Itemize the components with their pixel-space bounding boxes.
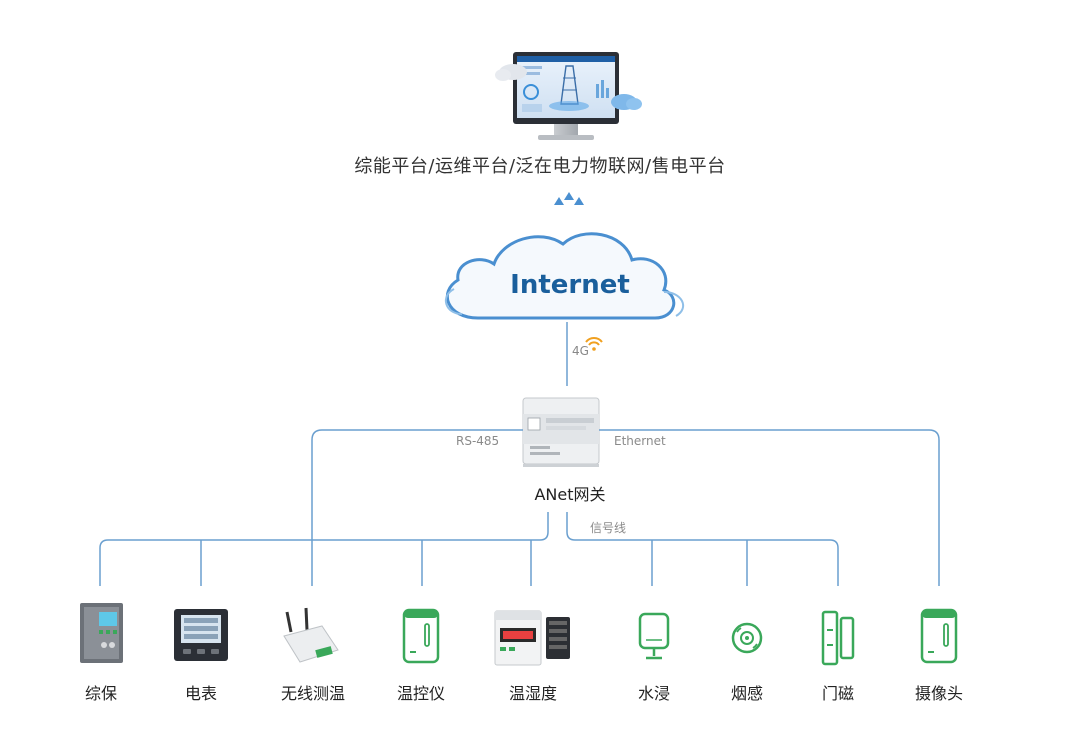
device-label-temp-controller: 温控仪: [396, 684, 445, 703]
water-leak-sensor-icon: [638, 612, 670, 660]
4g-link-label: 4G: [572, 344, 589, 358]
device-label-meter: 电表: [184, 684, 217, 703]
gateway-name: ANet网关: [534, 485, 606, 504]
platform-title: 综能平台/运维平台/泛在电力物联网/售电平台: [354, 156, 726, 177]
upload-arrows-icon: [554, 192, 584, 222]
rs485-link-label: RS-485: [456, 434, 500, 448]
camera-icon: [920, 608, 958, 664]
device-label-door: 门磁: [821, 684, 854, 703]
door-sensor-icon: [821, 610, 855, 666]
wifi-icon: [585, 337, 603, 351]
internet-label: Internet: [510, 270, 630, 300]
signal-line-label: 信号线: [590, 521, 627, 535]
power-meter-icon: [174, 609, 228, 661]
connection-lines: [99, 429, 940, 586]
monitor-icon: [495, 52, 642, 140]
protection-relay-icon: [80, 603, 123, 663]
ethernet-link-label: Ethernet: [614, 434, 666, 448]
device-label-water-leak: 水浸: [637, 684, 670, 703]
internet-cloud-icon: [444, 232, 685, 320]
device-label-smoke: 烟感: [730, 684, 763, 703]
smoke-detector-icon: [731, 622, 763, 654]
temperature-controller-icon: [402, 608, 440, 664]
wireless-temp-sensor-icon: [283, 607, 339, 663]
device-label-wireless-temp: 无线测温: [280, 684, 345, 703]
device-label-protection: 综保: [84, 684, 117, 703]
temp-humidity-controller-icon: [494, 610, 570, 666]
anet-gateway-icon: [522, 397, 600, 467]
device-label-camera: 摄像头: [914, 684, 963, 703]
device-label-temp-humidity: 温湿度: [508, 684, 557, 703]
